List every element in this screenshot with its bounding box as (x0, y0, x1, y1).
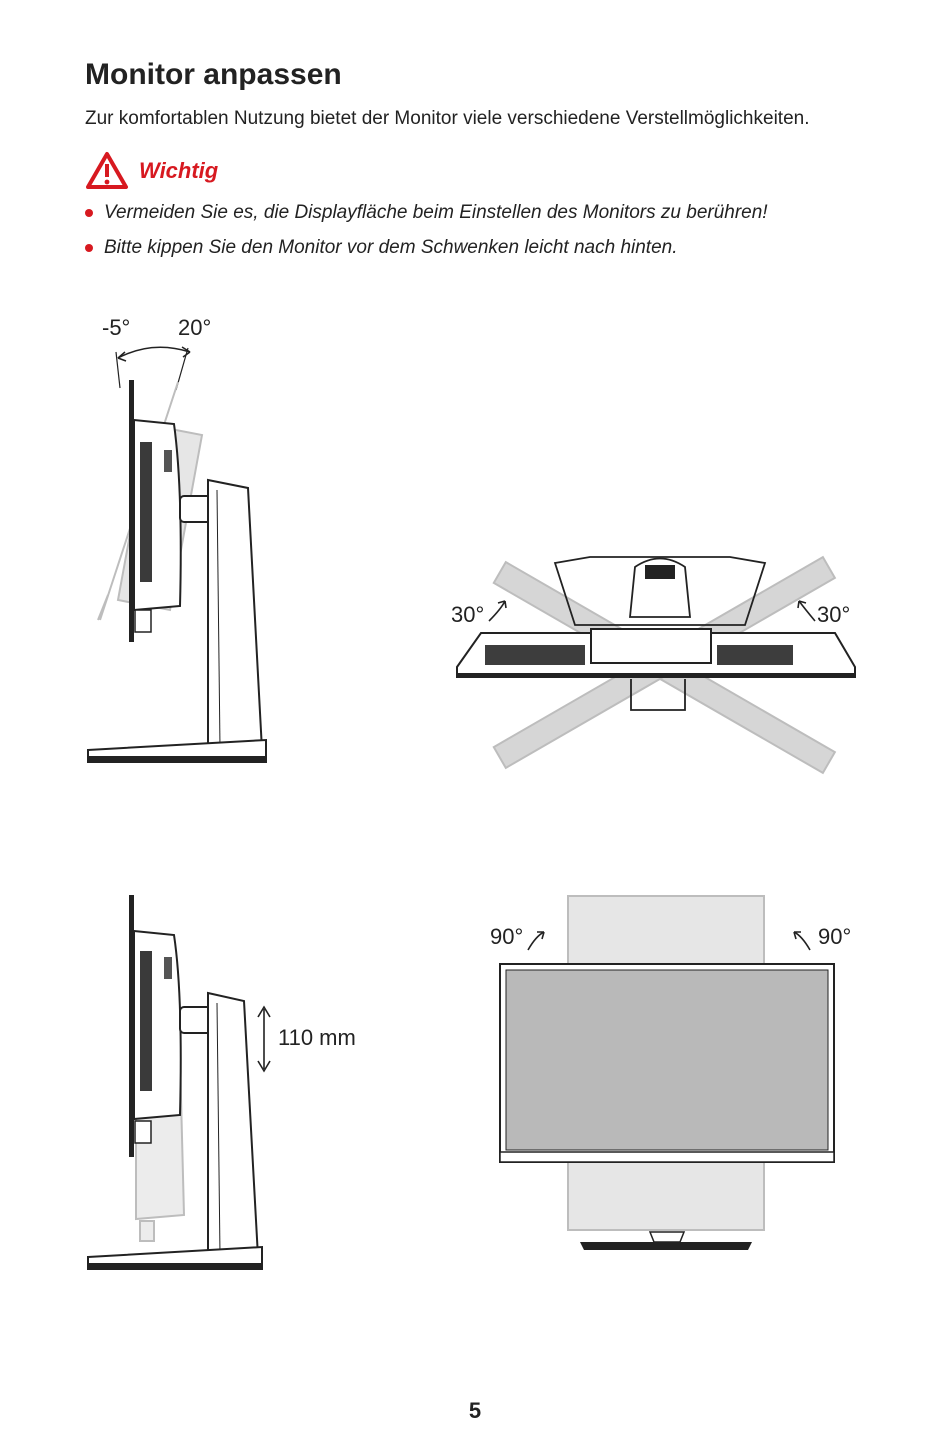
swivel-diagram (456, 555, 856, 775)
swivel-angle-right-label: 30° (817, 602, 851, 627)
important-list: Vermeiden Sie es, die Displayfläche beim… (85, 202, 768, 272)
bullet-text: Vermeiden Sie es, die Displayfläche beim… (104, 202, 768, 223)
pivot-angle-left-label: 90° (490, 924, 524, 949)
tilt-angle-forward-label: 20° (178, 315, 212, 340)
bullet-icon (85, 209, 93, 217)
swivel-figure: 30° 30° (445, 545, 875, 785)
tilt-angle-back-label: -5° (102, 315, 131, 340)
list-item: Bitte kippen Sie den Monitor vor dem Sch… (85, 237, 768, 259)
page-number: 5 (468, 1398, 482, 1423)
bullet-icon (85, 244, 93, 252)
height-range-label: 110 mm (278, 1025, 356, 1050)
bullet-text: Bitte kippen Sie den Monitor vor dem Sch… (104, 237, 678, 258)
intro-text: Zur komfortablen Nutzung bietet der Moni… (85, 108, 810, 129)
height-diagram (87, 895, 271, 1270)
tilt-diagram (87, 346, 267, 763)
height-figure: 110 mm (80, 885, 380, 1285)
list-item: Vermeiden Sie es, die Displayfläche beim… (85, 202, 768, 224)
swivel-angle-left-label: 30° (451, 602, 485, 627)
warning-icon (86, 152, 128, 189)
pivot-figure: 90° 90° (480, 890, 860, 1260)
pivot-diagram (499, 895, 835, 1250)
important-notice: Wichtig (85, 150, 218, 192)
important-label: Wichtig (139, 158, 219, 183)
page-title: Monitor anpassen (85, 58, 342, 91)
pivot-angle-right-label: 90° (818, 924, 852, 949)
tilt-figure: -5° 20° (80, 310, 280, 780)
